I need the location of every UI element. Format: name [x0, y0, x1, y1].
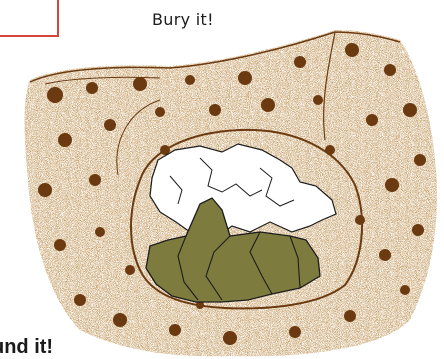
- bottom-partial-heading: und it!: [0, 336, 53, 359]
